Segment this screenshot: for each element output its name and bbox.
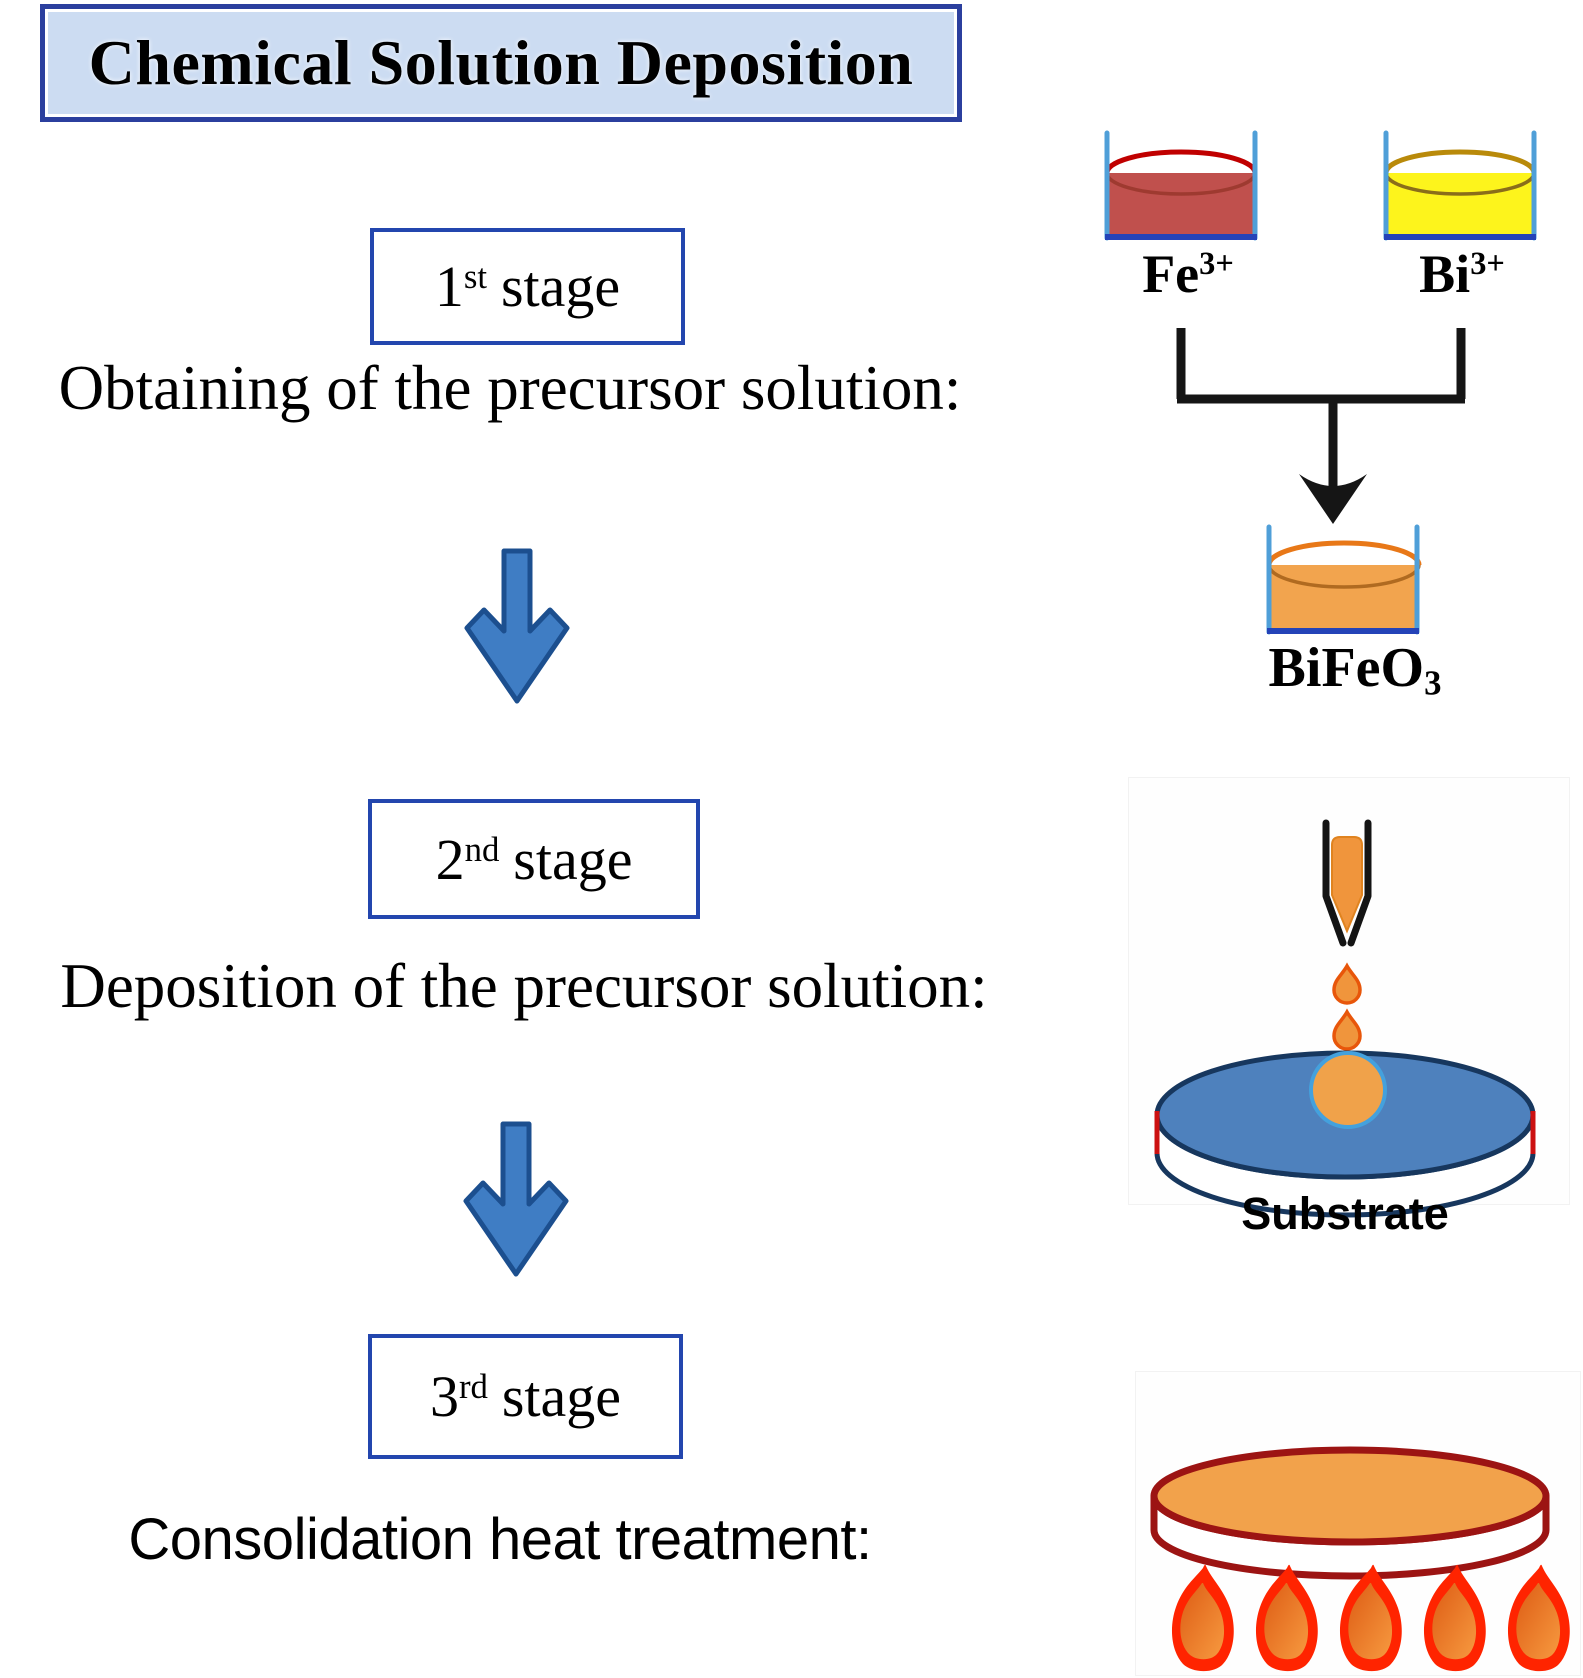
page-title: Chemical Solution Deposition — [88, 27, 914, 98]
stage3-caption: Consolidation heat treatment: — [128, 1507, 872, 1572]
merge-bracket-arrow-icon — [1176, 328, 1466, 524]
pipette-icon — [1322, 819, 1372, 947]
substrate-disk-icon — [1154, 1050, 1536, 1218]
flame-icon — [1171, 1564, 1234, 1672]
bifeo-beaker-icon — [1267, 527, 1419, 632]
bifeo3-label: BiFeO3 — [1268, 637, 1442, 703]
down-arrow-icon — [467, 551, 567, 701]
stage1-caption: Obtaining of the precursor solution: — [58, 353, 962, 423]
flame-icon — [1339, 1564, 1402, 1672]
fe-beaker-icon — [1105, 133, 1257, 238]
substrate-label: Substrate — [1241, 1188, 1449, 1239]
droplet-icon — [1332, 964, 1362, 1005]
fe-ion-label: Fe3+ — [1142, 244, 1234, 304]
flame-icon — [1423, 1564, 1486, 1672]
droplet-icon — [1332, 1010, 1362, 1051]
down-arrow-icon — [466, 1124, 566, 1274]
flame-icon — [1507, 1564, 1570, 1672]
stage2-caption: Deposition of the precursor solution: — [60, 951, 988, 1021]
title-banner: Chemical Solution Deposition — [40, 4, 962, 122]
bi-ion-label: Bi3+ — [1419, 244, 1505, 304]
heated-disk-icon — [1150, 1446, 1550, 1580]
flame-icon — [1255, 1564, 1318, 1672]
bi-beaker-icon — [1384, 133, 1536, 238]
